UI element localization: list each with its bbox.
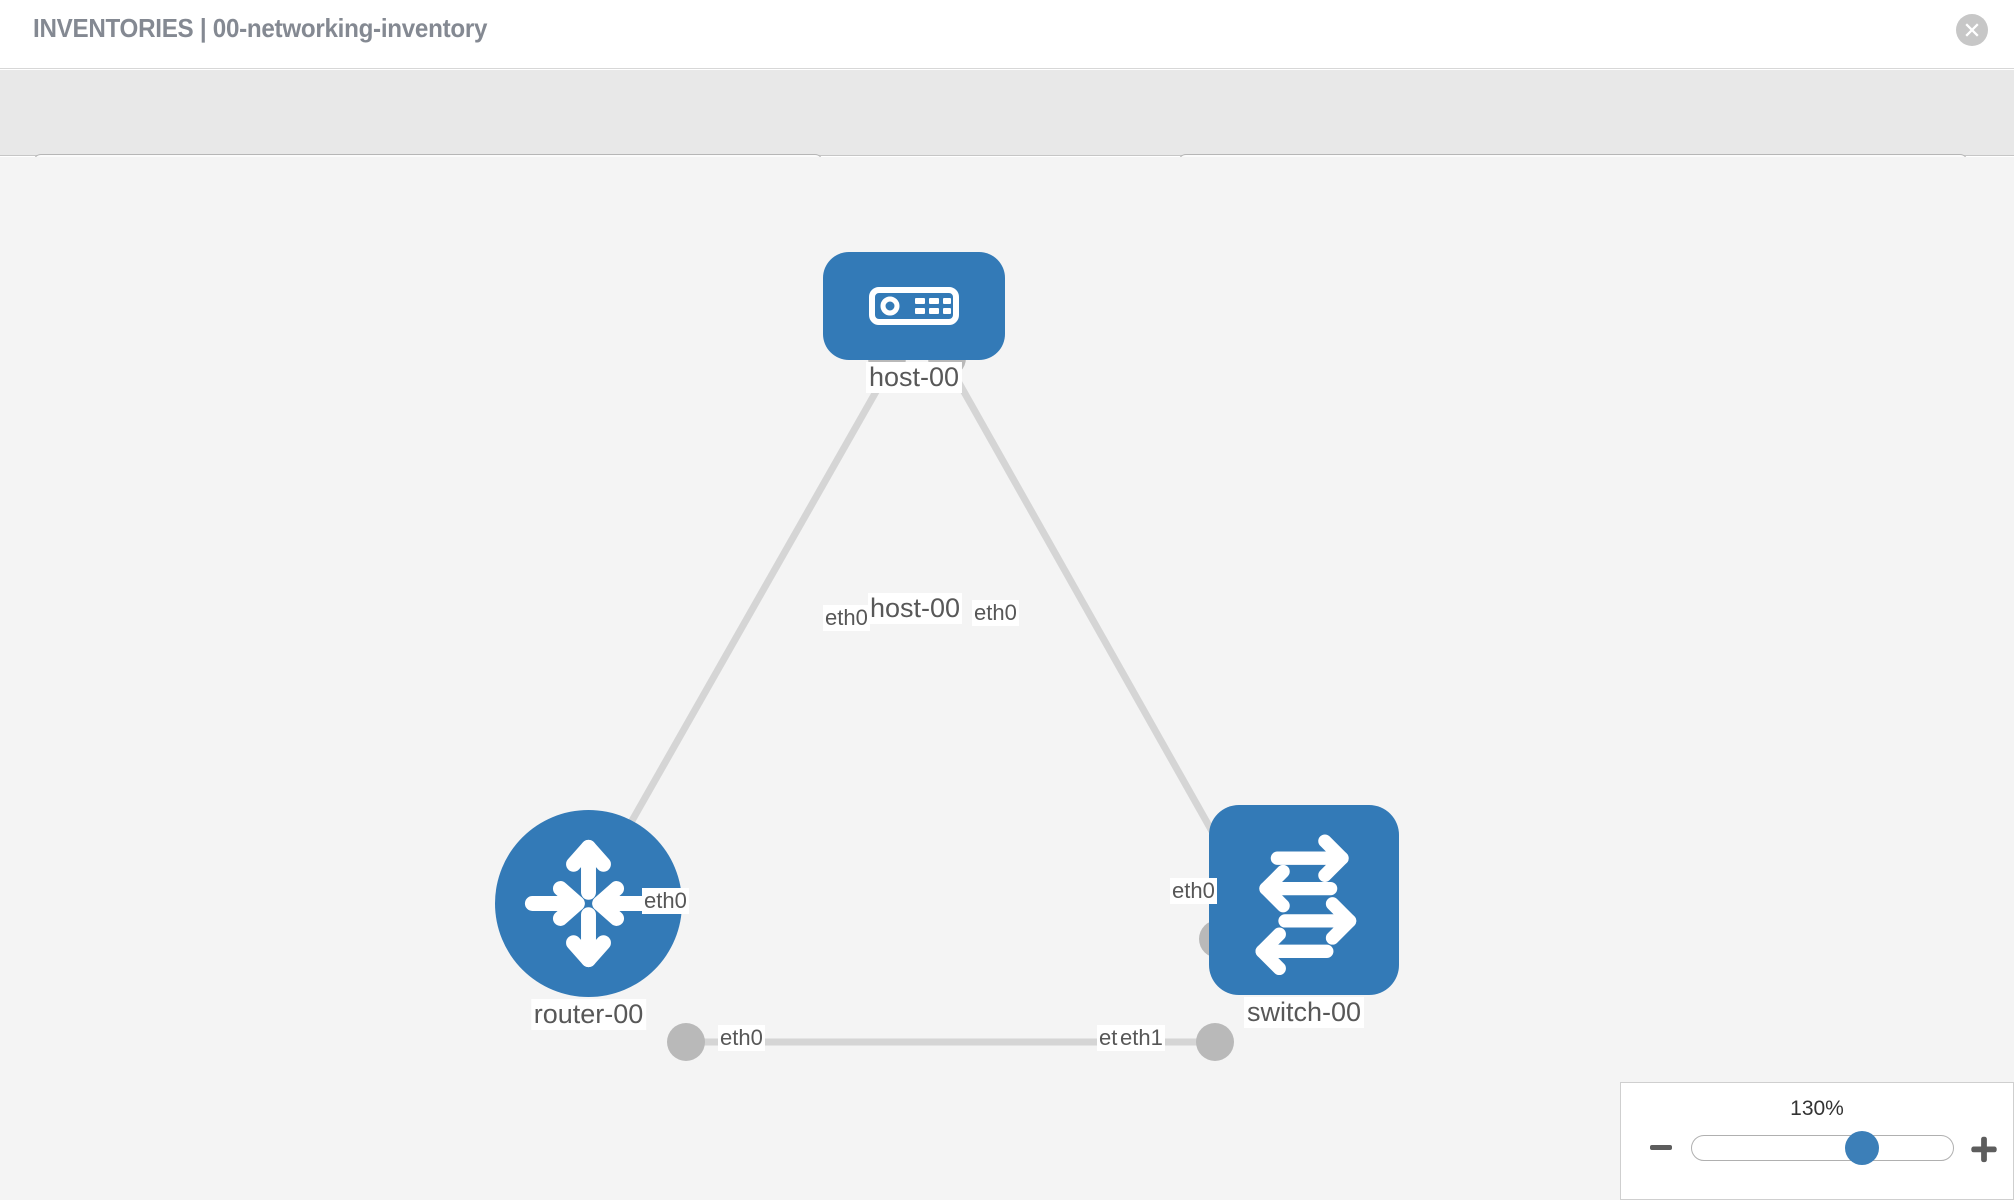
plus-icon[interactable]	[1969, 1135, 1999, 1170]
connector-dot	[1196, 1023, 1234, 1061]
switch-icon	[1255, 834, 1357, 976]
edge-host-switch	[946, 365, 1239, 874]
edge-label: eth0	[823, 605, 870, 631]
edge-lines	[596, 365, 1239, 1046]
page-title: INVENTORIES | 00-networking-inventory	[33, 13, 488, 43]
server-icon	[869, 287, 959, 325]
node-shape	[823, 252, 1005, 360]
router-icon	[524, 839, 653, 968]
edge-label: eth0	[1170, 878, 1217, 904]
node-label-host-00-overlay: host-00	[868, 593, 963, 624]
zoom-slider[interactable]	[1691, 1131, 1954, 1165]
node-switch-00[interactable]: switch-00	[1209, 805, 1399, 1028]
zoom-control-panel: 130%	[1620, 1082, 2014, 1200]
node-label: router-00	[530, 999, 647, 1030]
edge-label: eth0	[718, 1025, 765, 1051]
graph-edges	[596, 365, 1239, 1046]
node-label: host-00	[865, 362, 963, 393]
node-host-00[interactable]: host-00	[823, 252, 1005, 393]
edge-label: eth0	[642, 888, 689, 914]
connector-dot	[667, 1023, 705, 1061]
toolbar: ACTIONS SEARCH	[0, 70, 2014, 210]
zoom-slider-thumb[interactable]	[1844, 1131, 1879, 1165]
edge-label: eth0	[972, 600, 1019, 626]
topology-canvas[interactable]: host-00 router-00	[0, 157, 2014, 1200]
close-icon[interactable]	[1956, 14, 1988, 46]
zoom-level-value: 130%	[1790, 1097, 1844, 1120]
node-label: switch-00	[1243, 997, 1365, 1028]
edge-label: eth1	[1118, 1025, 1165, 1051]
page-header: INVENTORIES | 00-networking-inventory	[0, 0, 2014, 69]
minus-icon[interactable]	[1648, 1135, 1674, 1166]
edge-host-router	[596, 365, 894, 879]
node-shape	[1209, 805, 1399, 995]
